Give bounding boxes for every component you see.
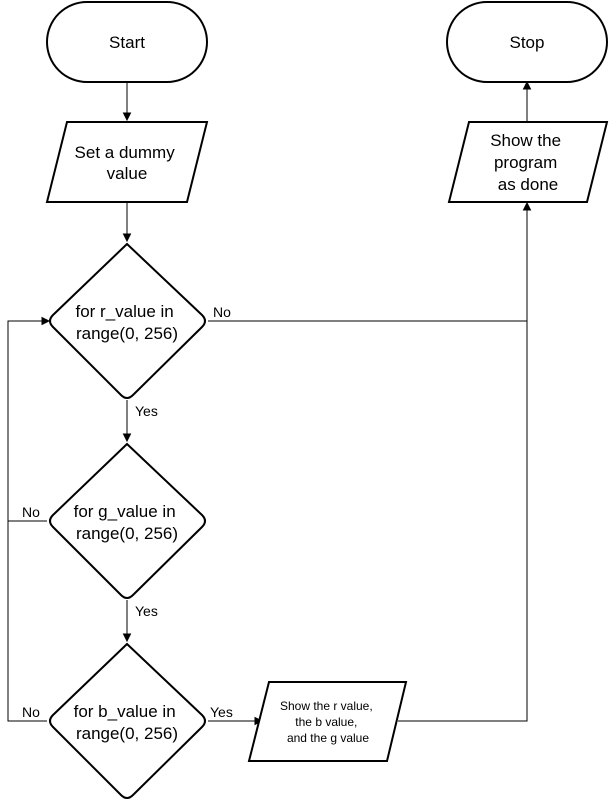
arrowhead [122, 433, 132, 443]
edge-label-g-no: No [22, 504, 40, 520]
edge-label-r-no: No [213, 304, 231, 320]
loop-g-label: for g_value in range(0, 256) [74, 502, 181, 543]
show-values-label: Show the r value, the b value, and the g… [280, 699, 376, 745]
edge-label-r-yes: Yes [135, 403, 158, 419]
loop-b-label: for b_value in range(0, 256) [74, 702, 181, 743]
stop-label: Stop [510, 33, 545, 52]
edge-label-b-yes: Yes [210, 704, 233, 720]
set-dummy-value-io [45, 121, 209, 203]
edge-show-values-return [398, 321, 528, 722]
edge-loop-g-no [7, 320, 47, 522]
arrowhead [122, 112, 132, 122]
edge-label-g-yes: Yes [135, 603, 158, 619]
arrowhead [122, 633, 132, 643]
edge-label-b-no: No [22, 704, 40, 720]
arrowhead [41, 316, 51, 326]
set-dummy-value-label: Set a dummy value [75, 143, 180, 183]
arrowhead [122, 233, 132, 243]
edge-loop-b-no [7, 521, 47, 722]
arrowhead [522, 80, 532, 90]
start-label: Start [109, 33, 145, 52]
loop-r-label: for r_value in range(0, 256) [75, 302, 178, 343]
edge-loop-r-no [208, 210, 528, 322]
loop-g-decision [49, 442, 206, 599]
show-program-done-label: Show the program as done [490, 131, 566, 194]
show-program-done-io [447, 121, 609, 203]
show-values-io [247, 681, 408, 762]
arrowhead [522, 201, 532, 211]
stop-terminator [446, 1, 608, 83]
loop-b-decision [49, 642, 206, 799]
loop-r-decision [49, 242, 206, 399]
start-terminator [46, 1, 208, 83]
